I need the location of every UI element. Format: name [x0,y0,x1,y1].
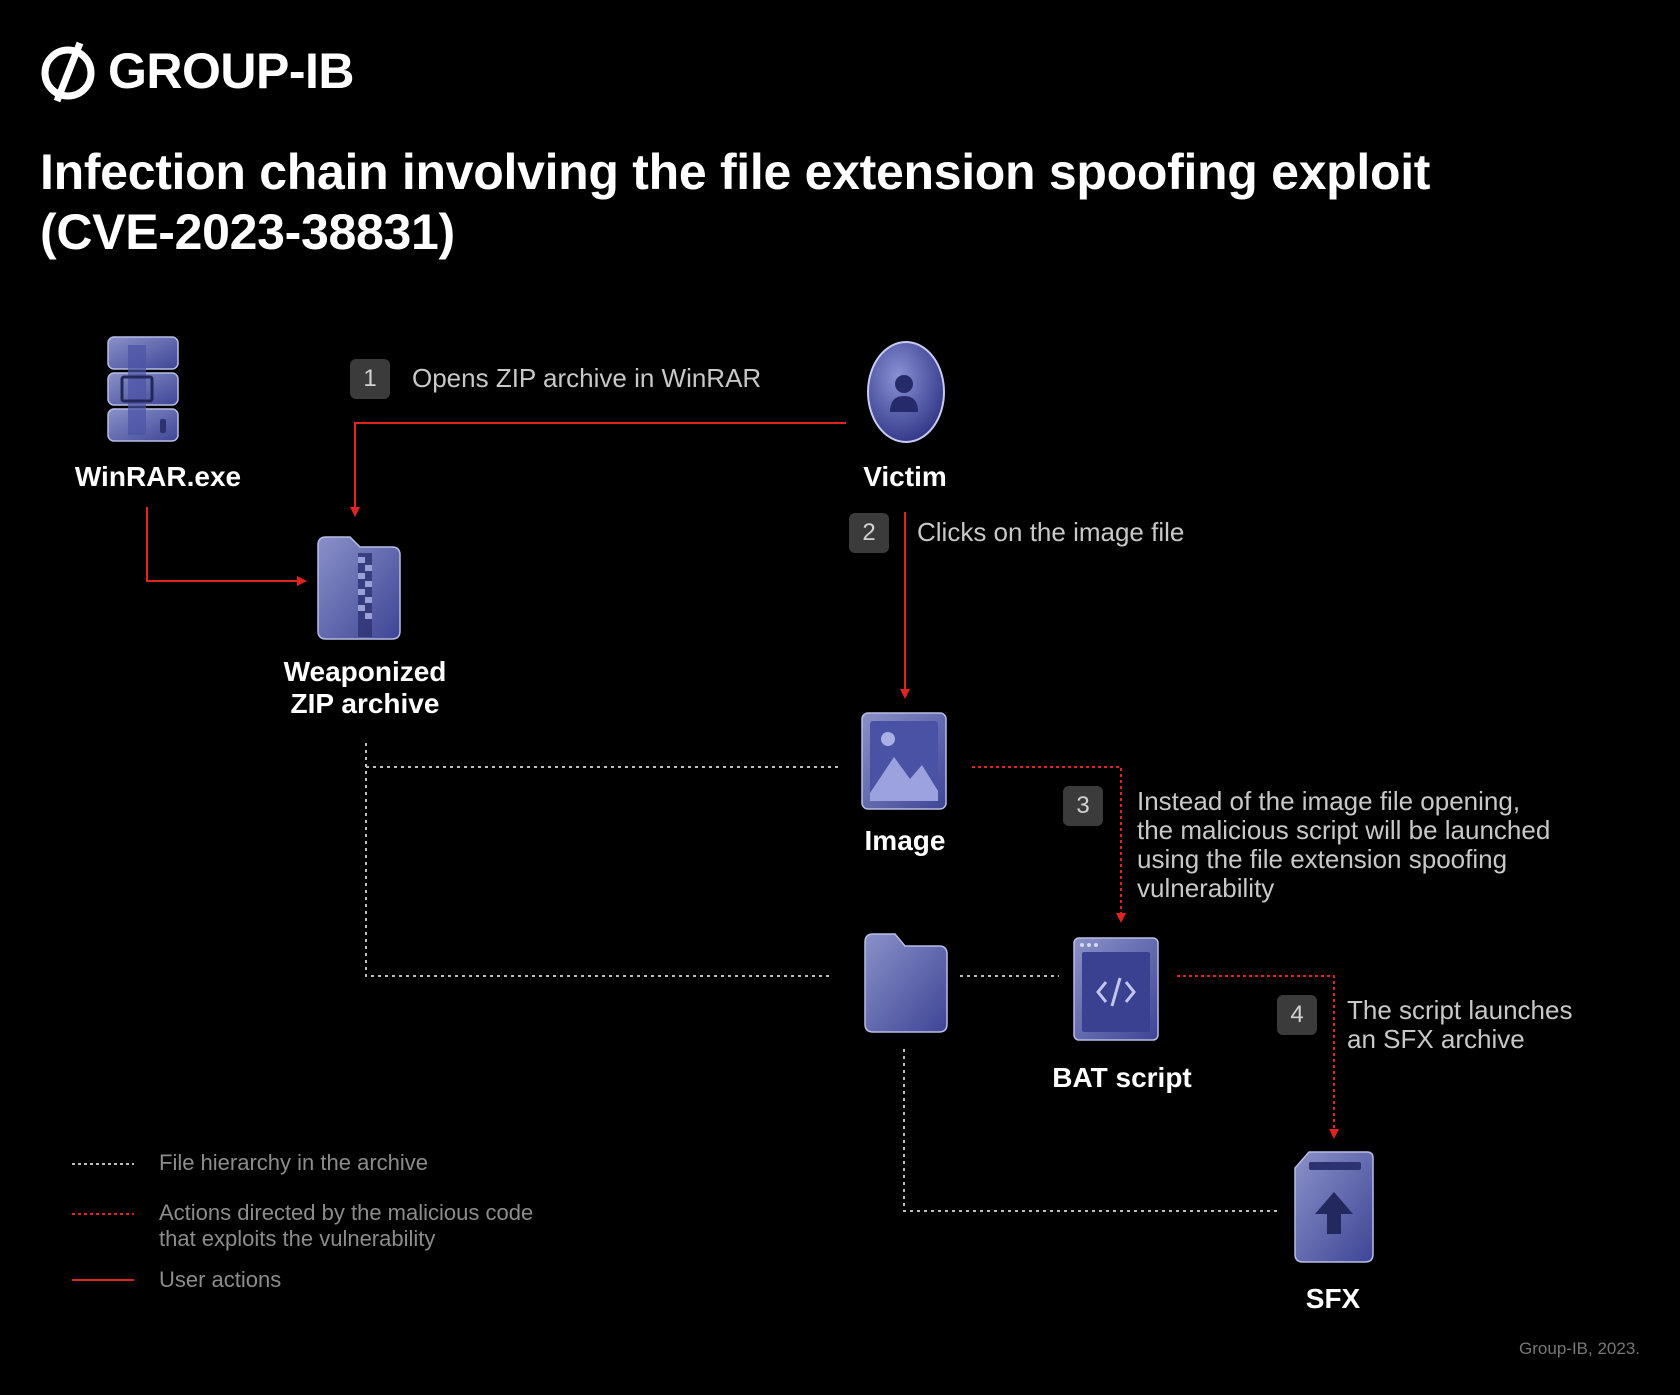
folder-icon [864,933,948,1033]
zip-archive-icon [317,536,401,640]
bat-label: BAT script [1052,1062,1192,1093]
group-ib-logo-icon [41,41,95,103]
step-badge-4: 4 [1277,995,1317,1035]
connector-bat-to-sfx [1177,975,1339,1139]
page-title: Infection chain involving the file exten… [40,144,1431,260]
winrar-label: WinRAR.exe [74,461,242,492]
upload-archive-icon [1294,1151,1374,1263]
legend-item-3: User actions [159,1267,282,1292]
step-badge-1: 1 [350,359,390,399]
legend-swatch-dotted-white [72,1163,134,1165]
sfx-label: SFX [1305,1283,1361,1314]
user-icon [867,341,945,443]
legend-item-2-line1: Actions directed by the malicious code [159,1200,534,1225]
step-text-3-line1: Instead of the image file opening, [1137,786,1521,816]
step-text-3: Instead of the image file opening, the m… [1137,787,1550,903]
legend-item-2: Actions directed by the malicious code t… [159,1200,533,1252]
legend: File hierarchy in the archive Actions di… [72,1150,692,1300]
brand-name: GROUP-IB [108,43,355,99]
hierarchy-zip-to-folder [365,743,830,977]
step-text-3-line2: the malicious script will be launched [1137,815,1551,845]
step-text-3-line4: vulnerability [1137,873,1275,903]
step-badge-3: 3 [1063,786,1103,826]
step-text-2: Clicks on the image file [917,517,1185,547]
code-window-icon [1073,937,1159,1041]
zip-label-line2: ZIP archive [290,688,440,719]
step-badge-2: 2 [849,513,889,553]
step-text-4-line1: The script launches [1347,995,1573,1025]
credit-text: Group-IB, 2023. [1519,1339,1640,1358]
winrar-icon [107,336,179,442]
legend-swatch-dotted-red [72,1213,134,1215]
connector-victim-to-zip [350,422,846,517]
step-text-4: The script launches an SFX archive [1347,996,1572,1054]
legend-swatch-solid-red [72,1279,134,1281]
connector-image-to-bat [972,766,1126,923]
victim-label: Victim [863,461,947,492]
zip-label: Weaponized ZIP archive [240,656,490,720]
hierarchy-folder-to-sfx [903,1049,1277,1212]
connector-winrar-to-zip [146,507,307,586]
legend-item-1: File hierarchy in the archive [159,1150,429,1175]
image-label: Image [864,825,946,856]
step-text-1: Opens ZIP archive in WinRAR [412,363,762,393]
image-icon [861,712,947,810]
step-text-3-line3: using the file extension spoofing [1137,844,1508,874]
brand-logo: GROUP-IB [40,38,355,104]
legend-item-2-line2: that exploits the vulnerability [159,1226,436,1251]
zip-label-line1: Weaponized [283,656,447,687]
step-text-4-line2: an SFX archive [1347,1024,1525,1054]
